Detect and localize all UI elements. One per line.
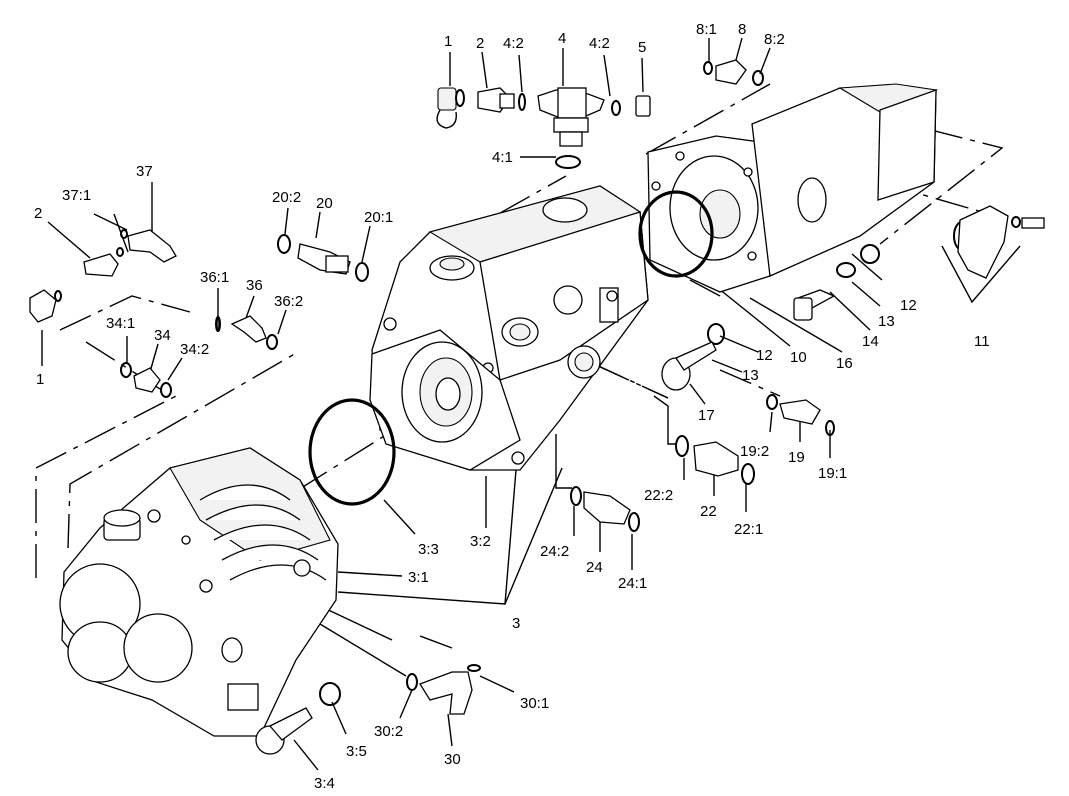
callout-14: 14 xyxy=(862,333,879,350)
callout-12b: 12 xyxy=(756,347,773,364)
callout-30: 30 xyxy=(444,751,461,768)
callout-3-1: 3:1 xyxy=(408,569,429,586)
callout-20-2: 20:2 xyxy=(272,189,301,206)
callout-8-2: 8:2 xyxy=(764,31,785,48)
callout-30-2: 30:2 xyxy=(374,723,403,740)
callout-22-2: 22:2 xyxy=(644,487,673,504)
callout-4-2: 4:2 xyxy=(503,35,524,52)
callout-3: 3 xyxy=(512,615,520,632)
callout-37-1: 37:1 xyxy=(62,187,91,204)
o-ring-3-3 xyxy=(308,398,396,506)
callout-4-2b: 4:2 xyxy=(589,35,610,52)
callout-24: 24 xyxy=(586,559,603,576)
callout-19: 19 xyxy=(788,449,805,466)
fittings xyxy=(29,59,1045,755)
callout-8-1: 8:1 xyxy=(696,21,717,38)
callout-3-3: 3:3 xyxy=(418,541,439,558)
callout-20-1: 20:1 xyxy=(364,209,393,226)
lower-motor-housing xyxy=(59,447,339,737)
callout-19-2: 19:2 xyxy=(740,443,769,460)
callout-3-5: 3:5 xyxy=(346,743,367,760)
callout-1-left: 1 xyxy=(36,371,44,388)
callout-2-left: 2 xyxy=(34,205,42,222)
callout-19-1: 19:1 xyxy=(818,465,847,482)
callout-10: 10 xyxy=(790,349,807,366)
callout-13b: 13 xyxy=(742,367,759,384)
front-flange xyxy=(369,329,521,471)
leader-lines xyxy=(41,37,1021,771)
callout-30-1: 30:1 xyxy=(520,695,549,712)
rear-pump-section xyxy=(647,83,939,293)
callout-4-1: 4:1 xyxy=(492,149,513,166)
callout-22: 22 xyxy=(700,503,717,520)
callout-13a: 13 xyxy=(878,313,895,330)
callout-2: 2 xyxy=(476,35,484,52)
callout-16: 16 xyxy=(836,355,853,372)
callout-labels: 1 2 4:2 4 4:2 5 8:1 8 8:2 4:1 37:1 37 2 … xyxy=(34,21,990,792)
callout-24-2: 24:2 xyxy=(540,543,569,560)
callout-34: 34 xyxy=(154,327,171,344)
callout-1: 1 xyxy=(444,33,452,50)
callout-12a: 12 xyxy=(900,297,917,314)
callout-8: 8 xyxy=(738,21,746,38)
callout-37: 37 xyxy=(136,163,153,180)
callout-36: 36 xyxy=(246,277,263,294)
callout-11: 11 xyxy=(974,333,990,350)
callout-36-2: 36:2 xyxy=(274,293,303,310)
callout-24-1: 24:1 xyxy=(618,575,647,592)
callout-36-1: 36:1 xyxy=(200,269,229,286)
callout-3-4: 3:4 xyxy=(314,775,335,792)
callout-34-2: 34:2 xyxy=(180,341,209,358)
callout-22-1: 22:1 xyxy=(734,521,763,538)
seals xyxy=(54,61,1021,706)
callout-17: 17 xyxy=(698,407,715,424)
o-ring-10 xyxy=(638,190,714,278)
callout-4: 4 xyxy=(558,30,566,47)
callout-3-2: 3:2 xyxy=(470,533,491,550)
callout-20: 20 xyxy=(316,195,333,212)
callout-5: 5 xyxy=(638,39,646,56)
callout-34-1: 34:1 xyxy=(106,315,135,332)
